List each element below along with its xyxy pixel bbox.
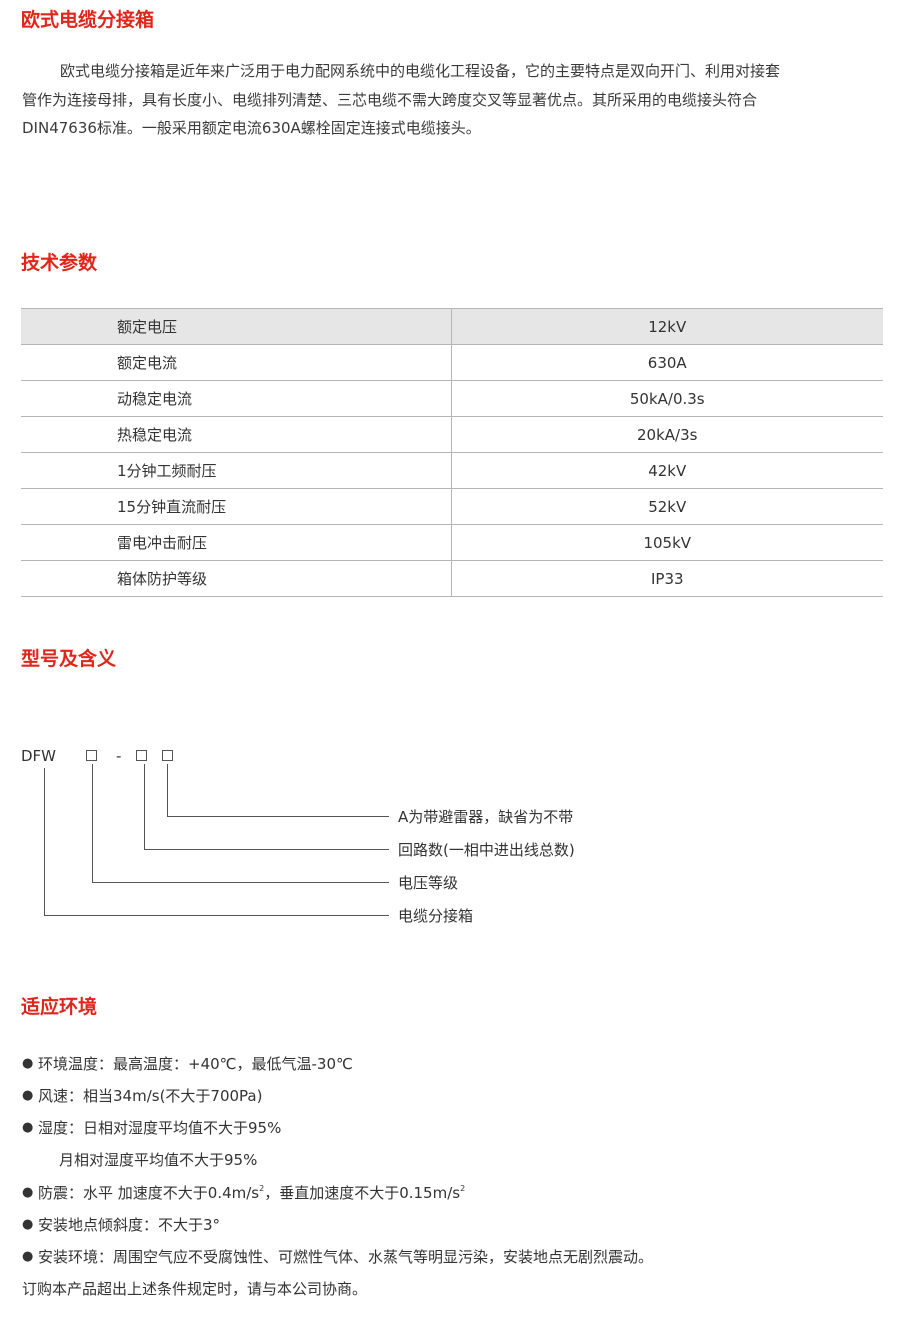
spec-name: 热稳定电流 [21, 416, 451, 453]
code-placeholder-box [86, 750, 97, 761]
bullet-icon: ● [22, 1249, 34, 1264]
env-quake-vertical: ，垂直加速度不大于0.15m/s [264, 1184, 461, 1202]
bullet-icon: ● [22, 1120, 34, 1135]
connector-line [167, 816, 389, 817]
table-row: 热稳定电流 20kA/3s [21, 416, 883, 453]
spec-name: 额定电流 [21, 344, 451, 381]
connector-line [167, 764, 168, 817]
table-row: 15分钟直流耐压 52kV [21, 488, 883, 525]
intro-line-1: 欧式电缆分接箱是近年来广泛用于电力配网系统中的电缆化工程设备，它的主要特点是双向… [60, 62, 781, 80]
spec-value: 52kV [450, 488, 883, 525]
model-code-dash: - [116, 747, 122, 765]
connector-line [144, 849, 389, 850]
env-temperature: 环境温度：最高温度：+40℃，最低气温-30℃ [38, 1055, 353, 1073]
specs-table: 额定电压 12kV 额定电流 630A 动稳定电流 50kA/0.3s 热稳定电… [21, 308, 883, 597]
env-humidity-day: 湿度：日相对湿度平均值不大于95% [38, 1119, 282, 1137]
connector-line [92, 882, 389, 883]
env-humidity-month: 月相对湿度平均值不大于95% [59, 1151, 258, 1169]
code-placeholder-box [162, 750, 173, 761]
spec-value: IP33 [450, 560, 883, 597]
spec-value: 50kA/0.3s [450, 380, 883, 417]
table-row: 动稳定电流 50kA/0.3s [21, 380, 883, 417]
spec-name: 动稳定电流 [21, 380, 451, 417]
bullet-icon: ● [22, 1217, 34, 1232]
connector-line [144, 764, 145, 850]
bullet-icon: ● [22, 1056, 34, 1071]
spec-value: 42kV [450, 452, 883, 489]
spec-value: 630A [450, 344, 883, 381]
section-title-intro: 欧式电缆分接箱 [21, 9, 155, 31]
connector-line [44, 915, 389, 916]
code-desc-voltage: 电压等级 [398, 874, 459, 892]
superscript: 2 [259, 1184, 265, 1193]
section-title-specs: 技术参数 [21, 252, 98, 274]
env-slope: 安装地点倾斜度：不大于3° [38, 1216, 221, 1234]
order-note: 订购本产品超出上述条件规定时，请与本公司协商。 [22, 1280, 368, 1298]
intro-line-2: 管作为连接母排，具有长度小、电缆排列清楚、三芯电缆不需大跨度交叉等显著优点。其所… [22, 90, 758, 109]
spec-name: 箱体防护等级 [21, 560, 451, 597]
code-desc-arrester: A为带避雷器，缺省为不带 [398, 808, 574, 826]
env-quake: 防震：水平 加速度不大于0.4m/s2，垂直加速度不大于0.15m/s2 [38, 1183, 465, 1203]
table-row: 箱体防护等级 IP33 [21, 560, 883, 597]
code-desc-product: 电缆分接箱 [398, 907, 474, 925]
spec-name: 1分钟工频耐压 [21, 452, 451, 489]
intro-paragraph: 欧式电缆分接箱是近年来广泛用于电力配网系统中的电缆化工程设备，它的主要特点是双向… [22, 57, 882, 143]
env-quake-horizontal: 防震：水平 加速度不大于0.4m/s [38, 1184, 260, 1202]
env-install: 安装环境：周围空气应不受腐蚀性、可燃性气体、水蒸气等明显污染，安装地点无剧烈震动… [38, 1248, 654, 1266]
table-row: 1分钟工频耐压 42kV [21, 452, 883, 489]
spec-name: 额定电压 [21, 308, 451, 345]
table-row: 雷电冲击耐压 105kV [21, 524, 883, 561]
env-wind: 风速：相当34m/s(不大于700Pa) [38, 1087, 263, 1105]
code-placeholder-box [136, 750, 147, 761]
connector-line [44, 768, 45, 916]
bullet-icon: ● [22, 1185, 34, 1200]
section-title-environment: 适应环境 [21, 996, 98, 1018]
model-code-prefix: DFW [21, 747, 57, 765]
table-row: 额定电流 630A [21, 344, 883, 381]
spec-value: 12kV [450, 308, 883, 345]
superscript: 2 [460, 1184, 466, 1193]
spec-name: 雷电冲击耐压 [21, 524, 451, 561]
section-title-model: 型号及含义 [21, 648, 117, 670]
spec-name: 15分钟直流耐压 [21, 488, 451, 525]
code-desc-circuits: 回路数(一相中进出线总数) [398, 841, 575, 859]
bullet-icon: ● [22, 1088, 34, 1103]
connector-line [92, 764, 93, 883]
table-row: 额定电压 12kV [21, 308, 883, 345]
spec-value: 105kV [450, 524, 883, 561]
spec-value: 20kA/3s [450, 416, 883, 453]
intro-line-3: DIN47636标准。一般采用额定电流630A螺栓固定连接式电缆接头。 [22, 119, 481, 137]
